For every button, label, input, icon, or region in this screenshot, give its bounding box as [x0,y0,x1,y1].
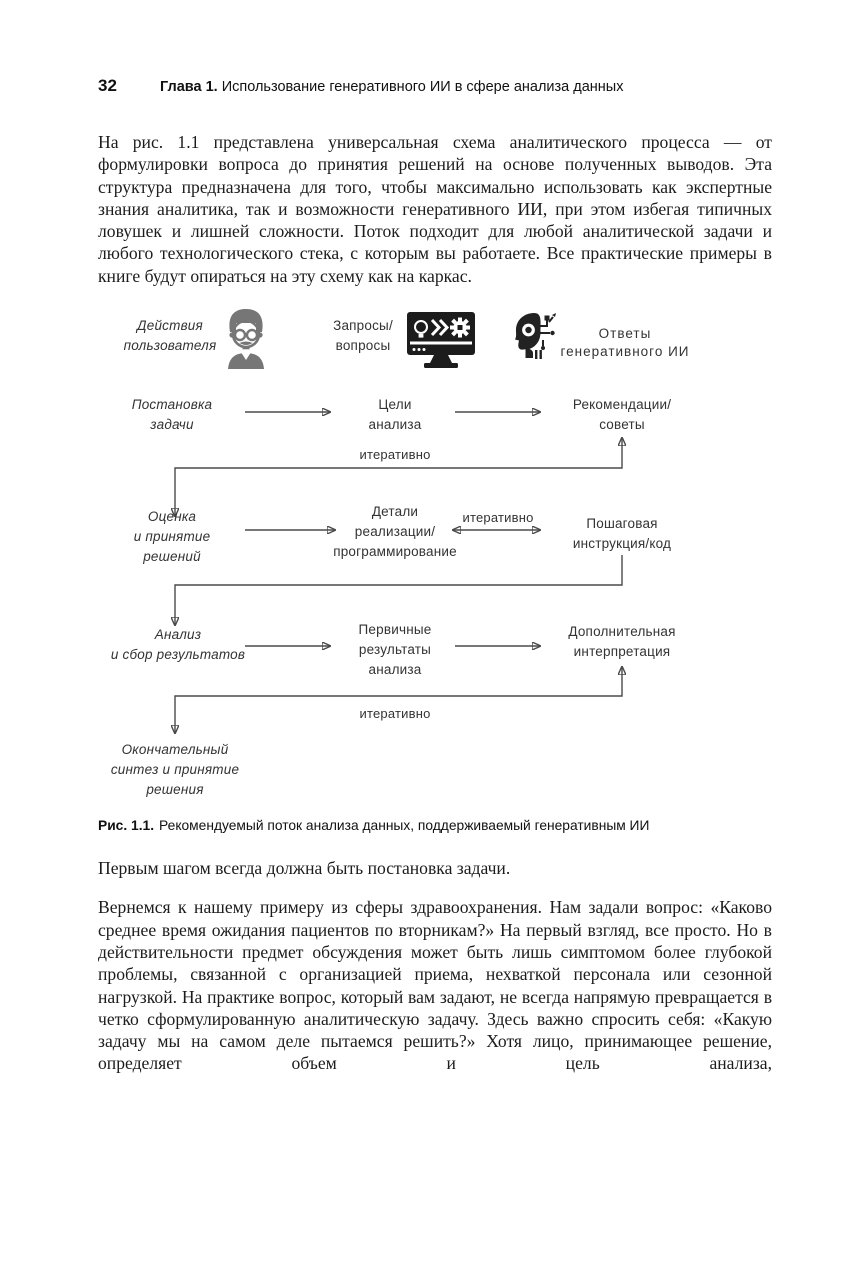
paragraph-intro: На рис. 1.1 представлена универсальная с… [98,132,772,286]
node-implementation-details: Детали реализации/ программирование [333,504,457,560]
figure-caption: Рис. 1.1.Рекомендуемый поток анализа дан… [98,817,772,834]
page-content: 32 Глава 1.Использование генеративного И… [0,76,849,1075]
node-analysis-goals: Цели анализа [368,397,422,433]
monitor-prompt-icon [406,311,476,374]
iterative-label-loop3: итеративно [359,706,431,722]
node-primary-results: Первичные результаты анализа [358,622,432,678]
legend-user-actions: Действия пользователя [123,318,217,354]
iterative-label-row2: итеративно [462,510,534,526]
book-page: { "header": { "page_number": "32", "chap… [0,76,849,1276]
node-step-instructions-code: Пошаговая инструкция/код [572,516,672,552]
chapter-title: Использование генеративного ИИ в сфере а… [221,79,624,95]
figure-caption-label: Рис. 1.1. [98,818,155,834]
node-task-definition: Постановка задачи [131,397,213,433]
node-analysis-results-collection: Анализ и сбор результатов [110,627,246,663]
chapter-header: Глава 1.Использование генеративного ИИ в… [160,79,623,95]
chapter-label: Глава 1. [160,79,218,95]
figure-caption-text: Рекомендуемый поток анализа данных, подд… [159,818,650,834]
paragraph-after-figure: Первым шагом всегда должна быть постанов… [98,858,511,879]
figure-1-1-diagram: Действия пользователя Запросы/ вопросы [90,303,790,808]
legend-requests: Запросы/ вопросы [333,318,393,354]
node-additional-interpretation: Дополнительная интерпретация [568,624,676,660]
ai-circuit-head-icon [513,312,557,367]
node-final-synthesis-decision: Окончательный синтез и принятие решения [110,742,240,798]
man-with-glasses-icon [220,307,272,374]
flow-connectors [90,303,790,808]
node-evaluation-decisions: Оценка и принятие решений [133,509,211,565]
node-recommendations: Рекомендации/ советы [572,397,672,433]
legend-gen-ai-answers: Ответы генеративного ИИ [560,326,690,360]
running-header: 32 Глава 1.Использование генеративного И… [98,76,772,96]
iterative-label-loop1: итеративно [359,447,431,463]
paragraph-closing: Вернемся к нашему примеру из сферы здрав… [98,897,772,1074]
page-number: 32 [98,76,117,95]
